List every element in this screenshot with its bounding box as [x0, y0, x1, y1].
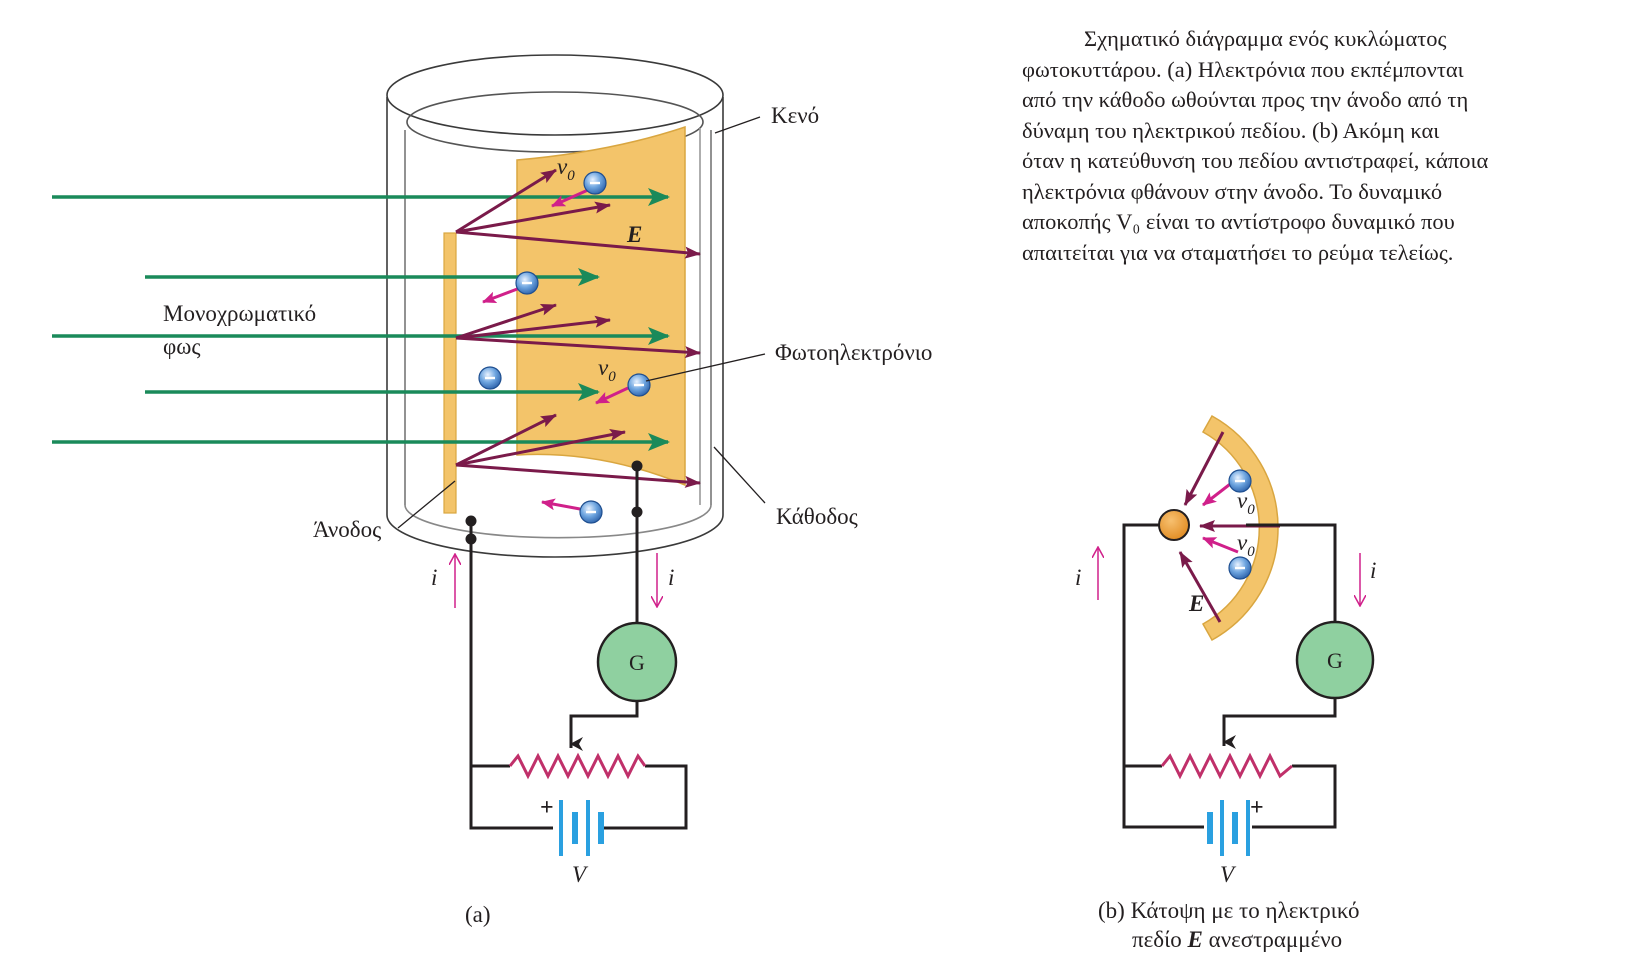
velocity-label: v0: [598, 355, 616, 385]
voltage-label: V: [1220, 862, 1237, 887]
panel-b-caption: πεδίο E ανεστραμμένο: [1132, 927, 1342, 952]
caption-line: φωτοκυττάρου. (a) Ηλεκτρόνια που εκπέμπο…: [1022, 56, 1464, 82]
field-label: E: [1188, 591, 1204, 616]
panel-b-caption: (b) Κάτοψη με το ηλεκτρικό: [1098, 898, 1359, 923]
battery: [1207, 800, 1250, 856]
electron-icon: [579, 500, 603, 524]
figure-caption: Σχηματικό διάγραμμα ενός κυκλώματος φωτο…: [1022, 24, 1607, 268]
field-arrows: [455, 168, 701, 488]
current-label: i: [1075, 565, 1081, 590]
electron-icon: [1228, 556, 1252, 580]
field-arrow: [455, 428, 626, 467]
terminal-dot: [631, 460, 643, 472]
anode-rod: [443, 232, 457, 514]
caption-line: ηλεκτρόνια φθάνουν στην άνοδο. Το δυναμι…: [1022, 178, 1443, 204]
light-label: Μονοχρωματικό: [163, 301, 316, 326]
circuit-wires: [1122, 523, 1337, 829]
caption-line: Σχηματικό διάγραμμα ενός κυκλώματος: [1084, 26, 1447, 51]
plus-sign: +: [1250, 795, 1264, 821]
electron-icon: [583, 171, 607, 195]
resistor: [1160, 752, 1293, 780]
current-label: i: [668, 565, 674, 590]
panel-a: v0 v0 E Κενό Φωτοηλεκτρόνιο Κάθοδος Άνοδ…: [52, 54, 932, 927]
anode-ball: [1158, 509, 1190, 541]
field-arrow: [455, 168, 557, 234]
electron-icon: [515, 271, 539, 295]
panel-label: (a): [465, 902, 491, 927]
field-arrow: [455, 463, 701, 488]
circuit-wires: [469, 468, 688, 830]
field-label: E: [626, 222, 642, 247]
cathode-label: Κάθοδος: [776, 504, 858, 529]
galvanometer-label: G: [629, 650, 645, 675]
anode-label: Άνοδος: [313, 517, 381, 542]
light-label: φως: [163, 334, 201, 359]
field-arrow: [455, 201, 611, 234]
current-label: i: [431, 565, 437, 590]
field-arrow: [455, 413, 557, 467]
electron-icon: [627, 373, 651, 397]
terminal-dot: [465, 533, 477, 545]
caption-line: δύναμη του ηλεκτρικού πεδίου. (b) Ακόμη …: [1022, 117, 1440, 143]
battery: [559, 800, 604, 856]
current-label: i: [1370, 558, 1376, 583]
caption-line: αποκοπής V₀ είναι το αντίστροφο δυναμικό…: [1022, 209, 1455, 234]
caption-line: απαιτείται για να σταματήσει το ρεύμα τε…: [1022, 239, 1454, 265]
field-arrow: [455, 303, 557, 340]
velocity-label: v0: [557, 154, 575, 184]
field-arrow: [455, 230, 701, 259]
electron-icon: [478, 366, 502, 390]
galvanometer: [596, 621, 678, 703]
terminal-dot: [631, 506, 643, 518]
vacuum-label: Κενό: [771, 103, 819, 128]
field-arrow: [455, 336, 701, 359]
leader-lines: [397, 116, 766, 529]
velocity-label: v0: [1237, 488, 1255, 518]
panel-b: v0 v0 E + V G i i (b) Κάτοψη με το ηλεκτ…: [1075, 414, 1376, 952]
electron-paths: [482, 188, 629, 511]
galvanometer: [1295, 620, 1375, 700]
caption-line: όταν η κατεύθυνση του πεδίου αντιστραφεί…: [1022, 148, 1489, 173]
terminal-dot: [465, 515, 477, 527]
galvanometer-label: G: [1327, 648, 1343, 673]
velocity-label: v0: [1237, 530, 1255, 560]
field-arrow: [455, 315, 611, 340]
resistor: [508, 752, 647, 780]
caption-line: από την κάθοδο ωθούνται προς την άνοδο α…: [1022, 87, 1469, 112]
plus-sign: +: [540, 795, 554, 821]
voltage-label: V: [572, 862, 589, 887]
photoelectron-label: Φωτοηλεκτρόνιο: [775, 340, 932, 365]
